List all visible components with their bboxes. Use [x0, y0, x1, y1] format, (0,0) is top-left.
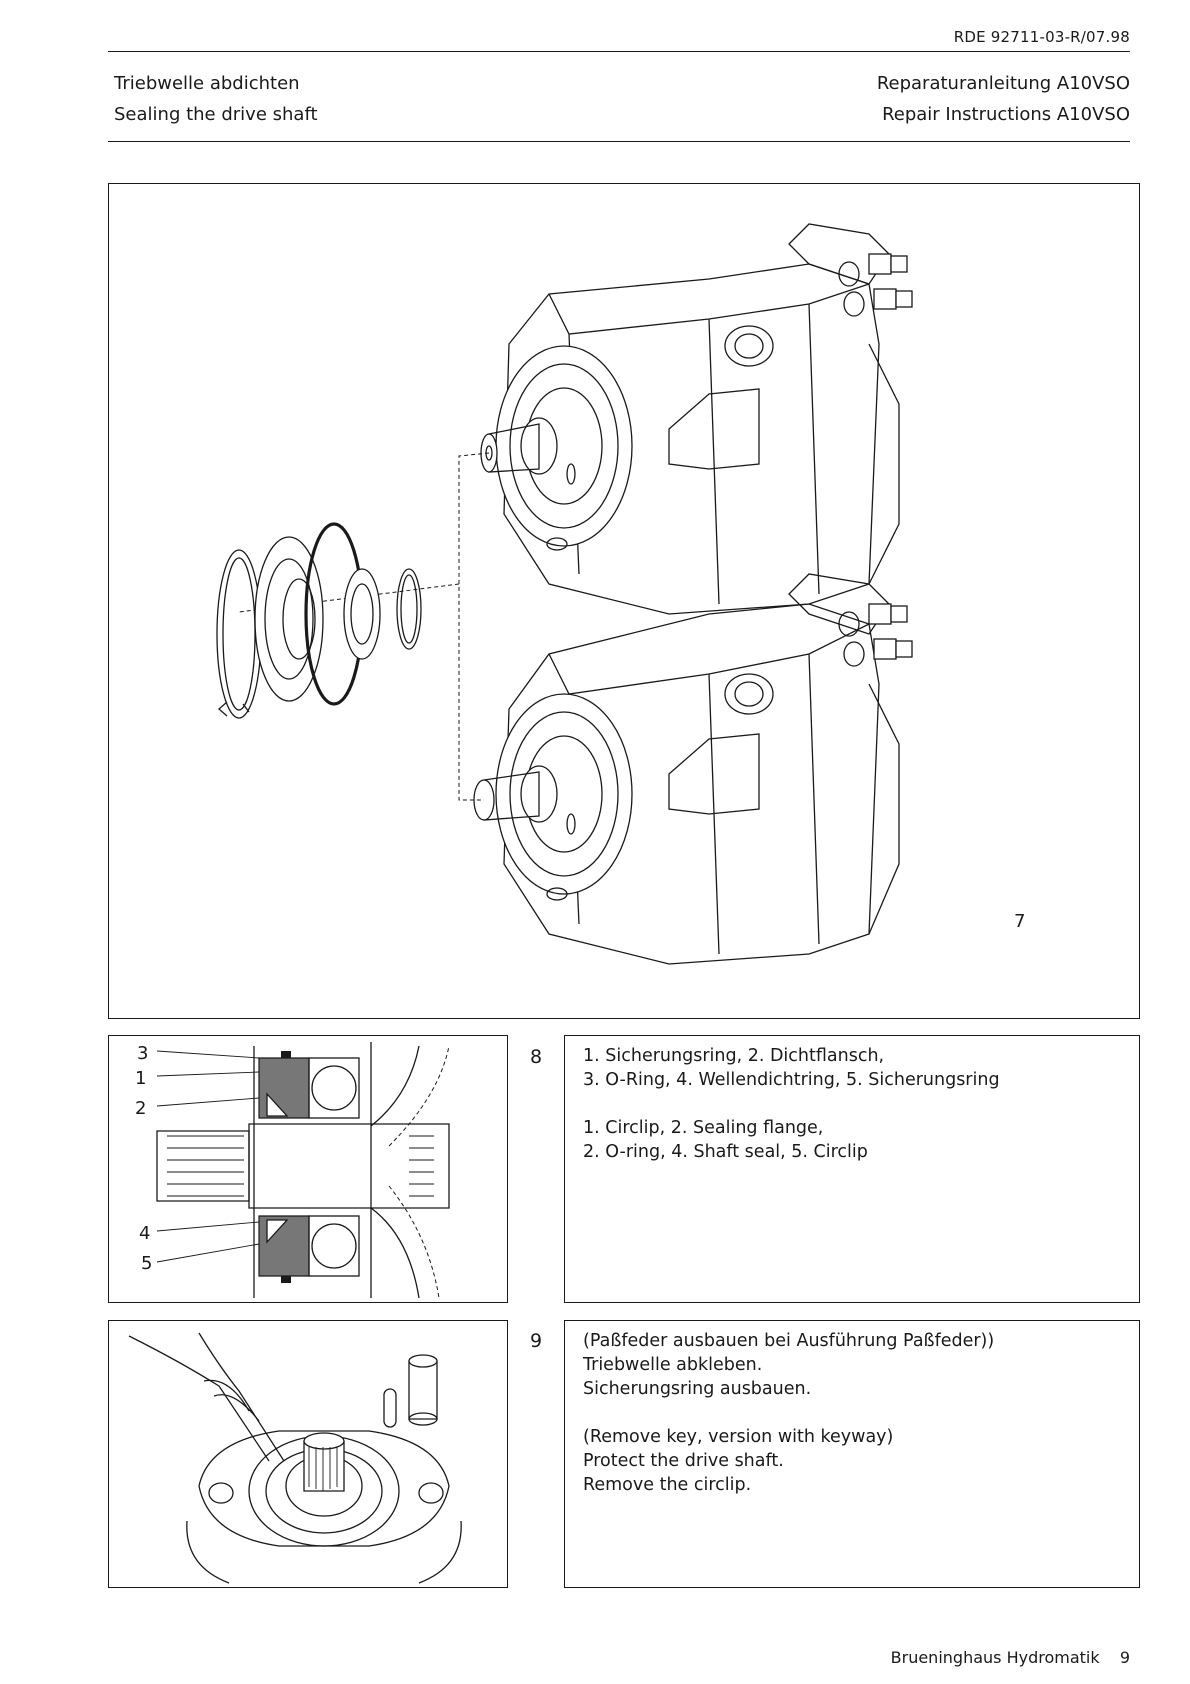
figure-8-text-panel: 1. Sicherungsring, 2. Dichtflansch, 3. O… — [564, 1035, 1140, 1303]
figure-8-drawing-panel: 3 1 2 4 5 — [108, 1035, 508, 1303]
fig8-de-line2: 3. O-Ring, 4. Wellendichtring, 5. Sicher… — [583, 1070, 1000, 1090]
fig9-de-line1: (Paßfeder ausbauen bei Ausführung Paßfed… — [583, 1331, 995, 1351]
figure-9-number: 9 — [530, 1330, 543, 1352]
figure-7-panel: 7 — [108, 183, 1140, 1019]
alignment-dashed-line — [458, 452, 490, 801]
callout-5: 5 — [141, 1253, 152, 1274]
page-number: 9 — [1119, 1648, 1130, 1667]
section-title: Triebwelle abdichten Sealing the drive s… — [114, 68, 318, 130]
footer-company: Brueninghaus Hydromatik — [890, 1648, 1100, 1667]
manual-title-en: Repair Instructions A10VSO — [882, 104, 1130, 125]
fig9-de-line3: Sicherungsring ausbauen. — [583, 1379, 812, 1399]
callout-3: 3 — [137, 1043, 148, 1064]
callout-2: 2 — [135, 1098, 146, 1119]
shaft-seal-section-drawing: 3 1 2 4 5 — [135, 1042, 450, 1299]
fig9-en-line1: (Remove key, version with keyway) — [583, 1427, 894, 1447]
circlip-small — [396, 568, 422, 650]
fig8-de-line1: 1. Sicherungsring, 2. Dichtflansch, — [583, 1046, 885, 1066]
exploded-seal-parts — [216, 522, 422, 719]
fig8-en-line2: 2. O-ring, 4. Shaft seal, 5. Circlip — [583, 1142, 868, 1162]
figure-8-number: 8 — [530, 1046, 543, 1068]
leader-lines — [156, 1050, 260, 1263]
callout-4: 4 — [139, 1223, 150, 1244]
pump-lower — [473, 573, 913, 965]
header-rule-top — [108, 51, 1130, 52]
pump-exploded-drawing: 7 — [216, 223, 1025, 965]
header-rule-bottom — [108, 141, 1130, 142]
circlip-removal-drawing — [128, 1332, 462, 1584]
fig9-en-line3: Remove the circlip. — [583, 1475, 752, 1495]
page-footer: Brueninghaus Hydromatik 9 — [891, 1648, 1130, 1667]
manual-title-de: Reparaturanleitung A10VSO — [876, 73, 1130, 94]
callout-1: 1 — [135, 1068, 146, 1089]
shaft-seal — [343, 568, 381, 660]
fig9-de-line2: Triebwelle abkleben. — [583, 1355, 763, 1375]
document-reference: RDE 92711-03-R/07.98 — [953, 28, 1130, 46]
section-title-en: Sealing the drive shaft — [114, 104, 318, 125]
pump-upper — [480, 223, 913, 615]
section-title-de: Triebwelle abdichten — [114, 73, 300, 94]
callout-labels: 3 1 2 4 5 — [135, 1043, 152, 1274]
figure-7-number: 7 — [1014, 911, 1025, 932]
fig9-en-line2: Protect the drive shaft. — [583, 1451, 784, 1471]
figure-9-text-panel: (Paßfeder ausbauen bei Ausführung Paßfed… — [564, 1320, 1140, 1588]
fig8-en-line1: 1. Circlip, 2. Sealing flange, — [583, 1118, 824, 1138]
figure-9-drawing-panel — [108, 1320, 508, 1588]
manual-title: Reparaturanleitung A10VSO Repair Instruc… — [877, 68, 1130, 130]
